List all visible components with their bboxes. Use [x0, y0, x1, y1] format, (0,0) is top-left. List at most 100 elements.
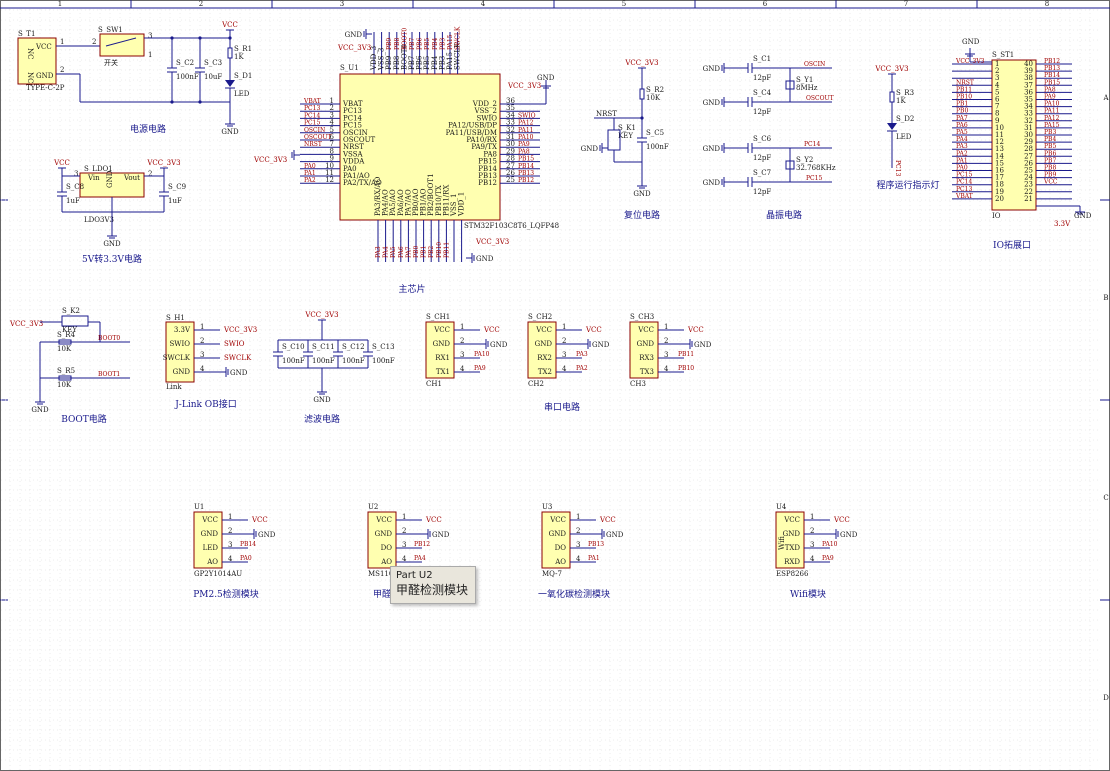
gnd-label: GND [476, 255, 494, 263]
jlink-net: SWIO [224, 340, 245, 348]
vcc-label: VCC_3V3 [304, 311, 338, 319]
mcu-pin-label: PA4/AO [382, 189, 390, 216]
pin-num: 4 [576, 555, 581, 563]
serial-pin-label: GND [637, 340, 655, 348]
io-expansion-circuit[interactable]: S_ST1GND1VCC_3V3234NRST5PB116PB107PB18PB… [952, 38, 1092, 251]
mcu-net-label: PC14 [304, 112, 320, 119]
crystal-circuit[interactable]: GNDGNDS_C112pFS_C412pFS_Y18MHzOSCINOSCOU… [703, 55, 836, 221]
mcu-pin-label: PB11/RX [442, 185, 450, 216]
section-title: 复位电路 [624, 209, 660, 221]
module-body[interactable] [193, 511, 223, 569]
serial-header[interactable] [527, 321, 557, 379]
switch-name: 开关 [104, 58, 118, 67]
mcu-pin-label: PA7/AO [404, 189, 412, 216]
section-title: 晶振电路 [766, 209, 802, 221]
module-net: VCC [251, 516, 268, 524]
mcu-pin-num: 2 [330, 104, 334, 112]
boot-key[interactable] [61, 315, 89, 327]
mcu-pin-num: 25 [506, 176, 515, 184]
io-net-label: PB5 [1044, 143, 1056, 150]
typec-type: TYPE-C-2P [26, 84, 65, 92]
io-pin-num: 32 [1024, 117, 1033, 125]
crystal[interactable] [785, 160, 795, 170]
mcu-pin-num: 5 [330, 126, 334, 134]
serial-header[interactable] [629, 321, 659, 379]
boot-circuit[interactable]: VCC_3V3S_K2KEYS_R410KBOOT0S_R510KBOOT1GN… [9, 307, 130, 425]
module-net: PA0 [240, 555, 252, 562]
ldo-regulator[interactable] [79, 172, 145, 198]
mcu-net-label: PC13 [304, 105, 320, 112]
mcu-pin-label: OSCIN [343, 129, 368, 137]
mcu-pin-num: 28 [506, 155, 515, 163]
serial-net: PA10 [474, 351, 490, 358]
module-body[interactable] [541, 511, 571, 569]
mcu-pin-num: 29 [506, 147, 515, 155]
power-circuit[interactable]: S_T1VCCGNDNCNCTYPE-C-2P12S_SW1开关231S_C21… [17, 21, 252, 136]
jlink-pin-label: 3.3V [174, 326, 191, 334]
serial-header[interactable] [425, 321, 455, 379]
boot-key-ref: S_K2 [62, 307, 80, 315]
pin-num: 2 [664, 337, 668, 345]
mcu-net-label: PA3 [375, 246, 382, 258]
tooltip-line2: 甲醛检测模块 [396, 583, 469, 597]
module-body[interactable] [775, 511, 805, 569]
io-pin-num: 35 [1024, 96, 1033, 104]
crystal[interactable] [785, 80, 795, 90]
mcu-pin-label: PB6 [416, 55, 424, 70]
pin-num: 1 [148, 51, 152, 59]
io-net-label: VCC_3V3 [955, 58, 985, 65]
pin-num: 1 [402, 513, 406, 521]
mcu-pin-num: 11 [325, 169, 334, 177]
mcu-vdd1-label: VCC_3V3 [475, 238, 509, 246]
row-label: C [1103, 494, 1108, 502]
io-pin-num: 39 [1024, 67, 1033, 75]
io-net-label: PA6 [956, 122, 968, 129]
serial-part: CH1 [426, 380, 442, 388]
mcu-circuit[interactable]: S_U1VBAT1VBATPC132PC13PC143PC14PC154PC15… [253, 26, 559, 295]
cap-value: 12pF [753, 188, 771, 196]
mcu-net-label: PA5 [390, 246, 397, 258]
cap-value: 100nF [176, 73, 199, 81]
module-pin-label: GND [549, 530, 567, 538]
gnd-label: GND [703, 145, 721, 153]
section-title: 主芯片 [398, 283, 425, 295]
ldo-ref: S_LDO1 [84, 165, 113, 173]
crystal-net: PC15 [806, 175, 822, 182]
row-label: D [1103, 694, 1109, 702]
mcu-net-label: PA9 [518, 141, 530, 148]
jlink-header[interactable] [165, 321, 195, 383]
module-net: PA9 [822, 555, 834, 562]
mcu-ref: S_U1 [340, 64, 359, 72]
io-net-label: PC15 [956, 172, 972, 179]
cap-value: 1uF [66, 197, 80, 205]
pin-num: 4 [402, 555, 407, 563]
pin-num: 1 [200, 323, 204, 331]
mcu-net-label: PB12 [518, 177, 534, 184]
crystal-net: OSCOUT [806, 95, 834, 102]
switch-sw1[interactable] [99, 33, 145, 57]
module-pin-label: GND [201, 530, 219, 538]
io-net-label: PA0 [956, 165, 968, 172]
typec-connector[interactable] [17, 37, 57, 85]
typec-ref: S_T1 [18, 30, 35, 38]
filter-circuit[interactable]: VCC_3V3S_C10100nFS_C11100nFS_C12100nFS_C… [273, 311, 395, 425]
mcu-vdd3-label: VCC_3V3 [337, 44, 371, 52]
module-body[interactable] [367, 511, 397, 569]
module-net: PB14 [240, 541, 256, 548]
io-pin-num: 26 [1024, 159, 1033, 167]
mcu-net-label: VBAT [303, 98, 321, 105]
io-pin-num: 29 [1024, 138, 1033, 146]
res-value: 10K [57, 381, 72, 389]
pin-num: 2 [460, 337, 464, 345]
mcu-pin-label: PA9/TX [471, 143, 497, 151]
mcu-net-label: PB9 [386, 38, 393, 50]
cap-ref: S_C1 [753, 55, 771, 63]
section-title: 5V转3.3V电路 [82, 253, 142, 265]
